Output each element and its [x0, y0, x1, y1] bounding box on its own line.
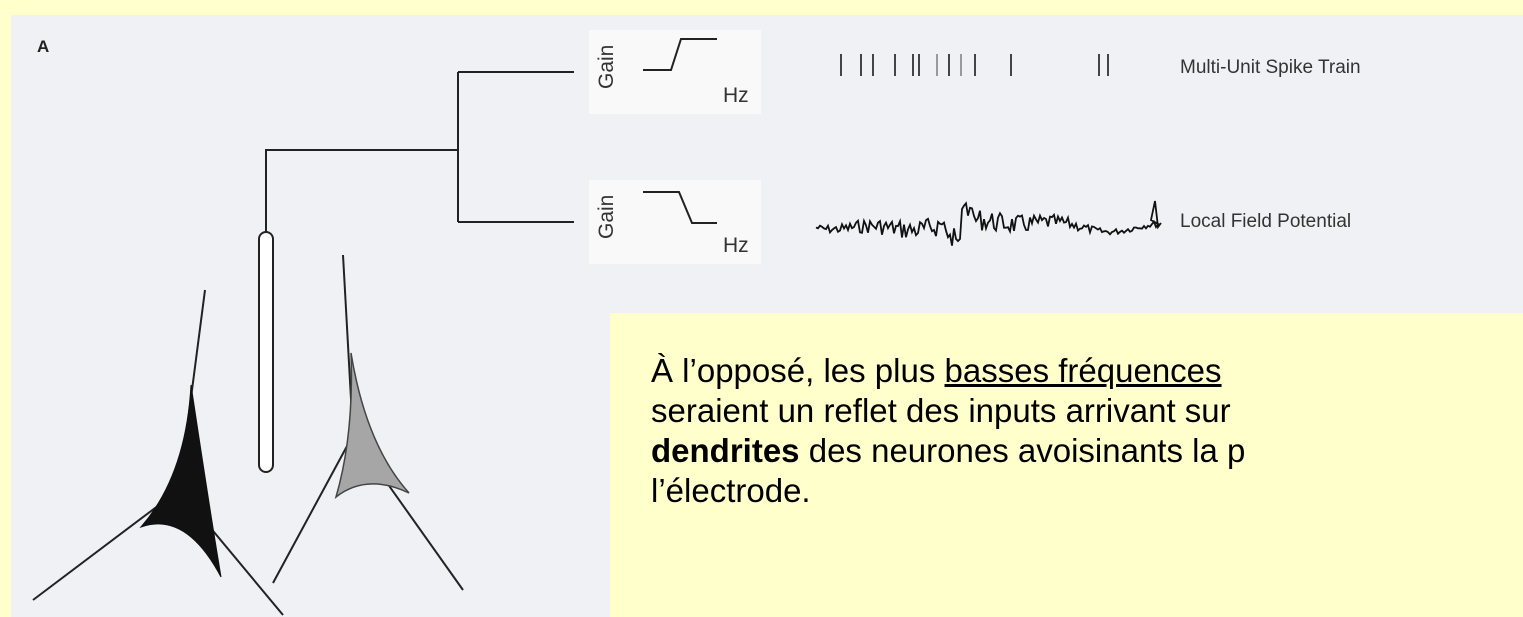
lfp-trace: [816, 201, 1161, 246]
callout-line-2: seraient un reflet des inputs arrivant s…: [651, 391, 1523, 431]
neuron-right-soma: [336, 353, 409, 497]
low-pass-gain-label: Gain: [595, 195, 619, 239]
spike-train: [841, 54, 1108, 76]
dendrites-bold: dendrites: [651, 432, 800, 469]
neuron-left-soma: [141, 385, 221, 577]
callout-line-3: dendrites des neurones avoisinants la p: [651, 431, 1523, 471]
callout-line-1: À l’opposé, les plus basses fréquences: [651, 351, 1523, 391]
low-frequencies-underlined: basses fréquences: [945, 352, 1222, 389]
callout-line-1-prefix: À l’opposé, les plus: [651, 352, 945, 389]
high-pass-gain-label: Gain: [595, 45, 619, 89]
callout-line-4: l’électrode.: [651, 471, 1523, 511]
local-field-potential-label: Local Field Potential: [1180, 211, 1351, 233]
electrode-shank: [259, 232, 273, 472]
neuron-left: [33, 290, 283, 615]
high-pass-hz-label: Hz: [723, 84, 749, 108]
panel-label: A: [37, 37, 49, 57]
low-pass-hz-label: Hz: [723, 234, 749, 258]
callout-text: À l’opposé, les plus basses fréquences s…: [651, 351, 1523, 511]
multi-unit-spike-train-label: Multi-Unit Spike Train: [1180, 57, 1361, 79]
explanation-callout: À l’opposé, les plus basses fréquences s…: [610, 313, 1523, 617]
callout-line-3-rest: des neurones avoisinants la p: [800, 432, 1246, 469]
electrode-wire: [266, 72, 574, 262]
